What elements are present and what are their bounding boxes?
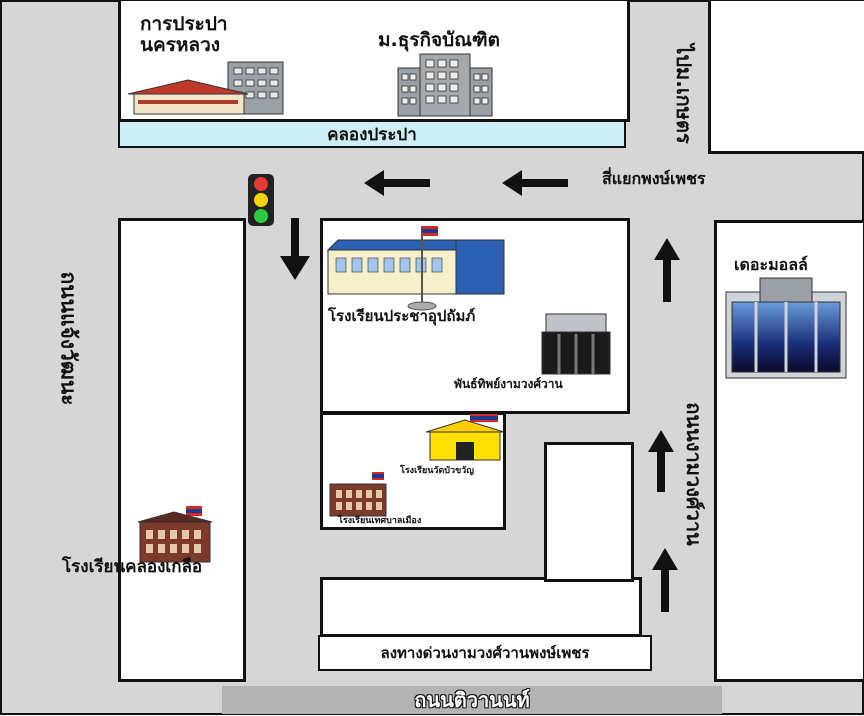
traffic-light-icon <box>248 174 274 226</box>
waterworks-building-icon <box>127 61 284 115</box>
canal-label: คลองประปา <box>118 120 626 148</box>
signal-red <box>254 177 268 191</box>
arrow-up-icon <box>648 430 674 492</box>
museum-building-icon <box>541 313 611 375</box>
intersection-label: สี่แยกพงษ์เพชร <box>602 169 706 188</box>
school-temple-label: โรงเรียนวัดบัวขวัญ <box>400 466 474 476</box>
arrow-left-icon <box>502 170 568 196</box>
signal-yellow <box>254 193 268 207</box>
bottom-road-label: ถนนติวานนท์ <box>222 686 722 714</box>
block-bottom-right-small <box>544 442 634 582</box>
school-klong-building-icon <box>137 506 213 563</box>
school-pracha-label: โรงเรียนประชาอุปถัมภ์ <box>328 307 476 325</box>
school-pracha-building-icon <box>326 226 505 311</box>
the-mall-building-icon <box>725 277 847 379</box>
expressway-exit-sign: ลงทางด่วนงามวงศ์วานพงษ์เพชร <box>318 635 652 671</box>
school-small-building-icon <box>329 472 387 517</box>
left-road-label: ถนนแจ้งวัฒนะ <box>56 271 81 406</box>
arrow-up-icon <box>654 238 680 302</box>
university-building-icon <box>397 53 493 117</box>
block-left <box>118 218 246 682</box>
block-bottom-center <box>320 577 642 637</box>
university-label: ม.ธุรกิจบัณฑิต <box>378 29 500 51</box>
arrow-left-icon <box>364 170 430 196</box>
right-road-label: ถนนงามวงศ์วาน <box>682 402 706 546</box>
school-temple-building-icon <box>425 414 505 461</box>
school-klong-label: โรงเรียนคลองเกลือ <box>62 557 203 577</box>
arrow-down-icon <box>280 218 310 280</box>
museum-label: พันธ์ทิพย์งามวงศ์วาน <box>454 377 563 391</box>
waterworks-label: การประปา นครหลวง <box>140 13 228 56</box>
the-mall-label: เดอะมอลล์ <box>734 255 808 274</box>
school-small-label: โรงเรียนเทศบาลเมือง <box>338 516 422 526</box>
arrow-up-icon <box>652 548 678 612</box>
signal-green <box>254 209 268 223</box>
block-top-right <box>708 0 864 154</box>
to-kaset-label: ไปม.เกษตร <box>672 44 696 144</box>
